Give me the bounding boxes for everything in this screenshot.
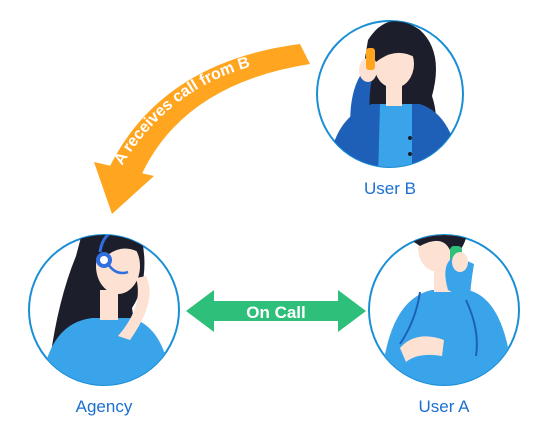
user-b-label: User B (364, 179, 416, 198)
user-a-avatar: User A (368, 234, 520, 416)
agency-avatar: Agency (28, 234, 180, 416)
on-call-label: On Call (246, 303, 306, 322)
curved-call-arrow: A receives call from B (94, 44, 310, 214)
user-a-label: User A (418, 397, 470, 416)
double-arrow-shape (186, 290, 366, 332)
curved-arrow-head (94, 162, 154, 214)
curved-arrow-shaft (108, 44, 310, 178)
agency-label: Agency (76, 397, 133, 416)
on-call-arrow: On Call (186, 290, 366, 332)
user-b-avatar: User B (316, 20, 464, 198)
